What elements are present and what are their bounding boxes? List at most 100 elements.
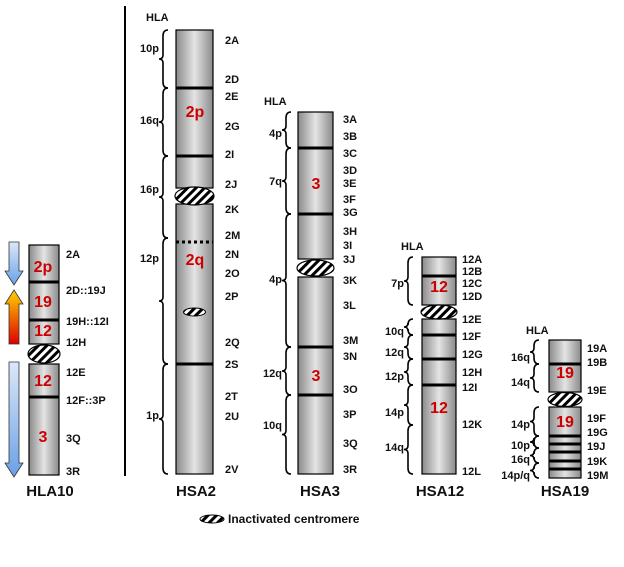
hsa12-band-label: 12F [462,331,481,343]
hsa12-bracket-label: 14p [385,407,404,419]
hsa2-segment-label: 2q [186,252,205,269]
hsa19-bracket [529,462,540,479]
hla10-arrow-down-icon [4,361,24,478]
hsa12-band-label: 12I [462,382,477,394]
hsa19-bracket-label: 14p/q [501,470,530,482]
hsa3-band-label: 3M [343,335,358,347]
hsa12-bracket-label: 7p [391,278,404,290]
hsa12-band-label: 12C [462,278,482,290]
hla10-arrow-down-icon [4,241,24,286]
hsa2-segment-label: 2p [186,104,205,121]
hsa12-band-label: 12L [462,466,481,478]
hsa19-band-label: 19F [587,413,606,425]
hla10-band-label: 19H::12I [66,316,109,328]
hsa12-bracket-label: 10q [385,326,404,338]
hsa2-band-label: 2M [225,230,240,242]
hsa3-bracket [281,111,292,149]
hsa19-band-label: 19M [587,470,608,482]
hsa19-bracket [529,435,540,449]
hsa2-band-label: 2Q [225,337,240,349]
hsa2-band-label: 2J [225,179,237,191]
hsa2-band-label: 2P [225,291,238,303]
hsa19-bracket-label: 14p [511,419,530,431]
hsa12-bracket-label: 14q [385,442,404,454]
hsa19-band-label: 19B [587,357,607,369]
hsa12-band-label: 12K [462,419,482,431]
hsa19-bracket-label: 16q [511,454,530,466]
hsa2-bracket-label: 16q [140,115,159,127]
hsa3-band-label: 3O [343,384,358,396]
hsa19-bracket-label: 14q [511,377,530,389]
hla10-arm-1 [28,244,60,345]
hsa2-title: HSA2 [176,483,216,500]
hsa3-band-label: 3J [343,254,355,266]
hsa2-arm-1 [175,29,214,189]
hsa12-band-label: 12E [462,314,482,326]
hsa2-band-label: 2A [225,35,239,47]
hsa12-title: HSA12 [416,483,464,500]
hsa3-band-label: 3B [343,131,357,143]
hsa19-band-label: 19E [587,385,607,397]
legend-centromere-icon [199,514,225,524]
hla10-band-label: 3Q [66,433,81,445]
hsa2-band-label: 2S [225,359,238,371]
hla10-segment-label: 19 [34,294,52,311]
hsa19-segment-label: 19 [556,365,574,382]
hla10-title: HLA10 [26,483,74,500]
hla10-band-label: 2A [66,249,80,261]
hsa19-segment-label: 19 [556,414,574,431]
hsa3-band-label: 3R [343,464,357,476]
hsa12-bracket [403,318,414,336]
hsa12-band-label: 12D [462,291,482,303]
hsa3-segment-label: 3 [312,368,321,385]
hsa3-band-label: 3P [343,409,356,421]
hsa19-band-label: 19A [587,343,607,355]
legend-label: Inactivated centromere [228,512,360,526]
hsa12-segment-label: 12 [430,400,448,417]
hsa19-band-label: 19G [587,427,608,439]
hsa3-arm-2 [297,276,334,475]
hsa3-centromere-icon [296,259,335,277]
hsa3-bracket-label: 4p [269,274,282,286]
hsa3-band-label: 3C [343,148,357,160]
hsa19-bracket [529,339,540,365]
hsa2-bracket-label: 12p [140,253,159,265]
hsa3-band-label: 3Q [343,438,358,450]
hsa19-title: HSA19 [541,483,589,500]
hsa3-bracket [281,394,292,475]
hsa12-centromere-icon [420,304,458,320]
hsa12-hla-label: HLA [401,241,424,253]
hsa2-bracket [158,237,169,365]
hsa19-bracket [529,447,540,464]
hsa3-band-label: 3E [343,178,356,190]
hsa19-arm-1 [548,339,582,393]
hsa12-bracket [403,334,414,360]
hsa19-bracket [529,363,540,393]
hsa19-bracket-label: 10p [511,440,530,452]
hsa19-hla-label: HLA [526,325,549,337]
hsa19-band-label: 19K [587,456,607,468]
hsa3-bracket [281,213,292,348]
hsa3-band-label: 3F [343,194,356,206]
hsa2-arm-2 [175,203,214,475]
hsa2-bracket [158,363,169,475]
hsa2-bracket-label: 16p [140,184,159,196]
hsa3-bracket [281,147,292,215]
hsa19-bracket [529,406,540,437]
hsa3-band-label: 3N [343,351,357,363]
hsa3-bracket-label: 4p [269,128,282,140]
hla10-band-label: 3R [66,466,80,478]
hsa12-bracket [403,256,414,306]
hla10-segment-label: 12 [34,373,52,390]
hsa12-bracket-label: 12p [385,371,404,383]
hsa3-segment-label: 3 [312,176,321,193]
hsa2-band-label: 2K [225,204,239,216]
hsa2-bracket-label: 10p [140,43,159,55]
hsa2-bracket [158,29,169,89]
hla10-band-label: 12H [66,337,86,349]
hsa2-band-label: 2U [225,411,239,423]
hsa12-bracket [403,384,414,426]
hsa3-band-label: 3K [343,275,357,287]
hsa12-arm-2 [421,318,457,475]
hsa2-inactivated-centromere-icon [183,307,206,317]
